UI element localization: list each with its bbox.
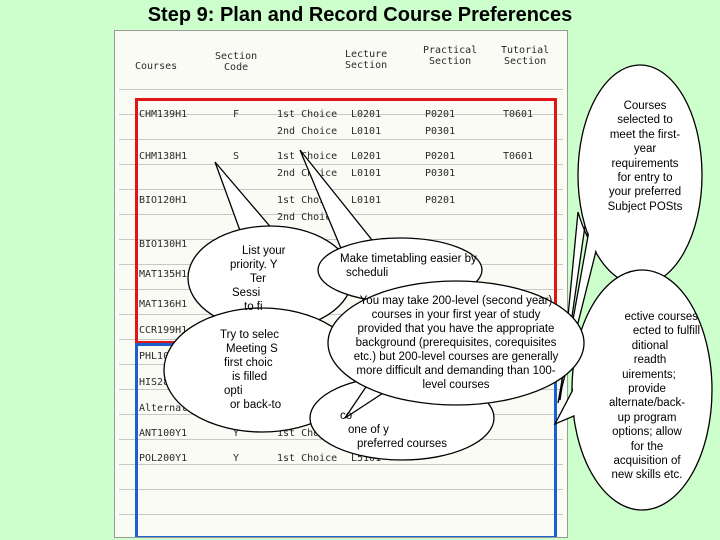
row-course-cell: MAT135H1 <box>139 269 188 280</box>
select-meeting-text: Try to selec Meeting S first choic is fi… <box>220 329 282 411</box>
sheet-rule-line <box>119 164 563 165</box>
row-course-cell: BIO120H1 <box>139 195 188 206</box>
row-lecture-cell: L5101 <box>351 453 382 464</box>
row-code-cell: S <box>233 151 240 162</box>
row-practical-cell: P0201 <box>425 151 456 162</box>
row-practical-cell: P0301 <box>425 126 456 137</box>
row-tutorial-cell: T0601 <box>503 151 534 162</box>
row-course-cell: POL200Y1 <box>139 453 188 464</box>
sheet-rule-line <box>119 114 563 115</box>
page-title: Step 9: Plan and Record Course Preferenc… <box>147 4 573 26</box>
row-choice-cell: 2nd Choice <box>277 212 338 223</box>
row-practical-cell: P0201 <box>425 195 456 206</box>
row-practical-cell: P0301 <box>425 168 456 179</box>
header-section-code: Section Code <box>215 51 258 73</box>
sheet-rule-line <box>119 139 563 140</box>
row-choice-cell: 1st Choice <box>277 428 338 439</box>
sheet-rule-line <box>119 89 563 90</box>
row-practical-cell: P0201 <box>425 109 456 120</box>
header-practical-section: Practical Section <box>423 45 478 67</box>
row-code-cell: Y <box>233 428 240 439</box>
row-lecture-cell: L0201 <box>351 109 382 120</box>
row-choice-cell: 2nd Choice <box>277 126 338 137</box>
row-choice-cell: 2nd Choice <box>277 168 338 179</box>
elective-callout-text: ective courses ected to fulfill ditional… <box>608 311 700 482</box>
row-course-cell: CHM138H1 <box>139 151 188 162</box>
header-tutorial-section: Tutorial Section <box>501 45 550 67</box>
preferred-courses-text: co one of y preferred courses <box>340 410 448 450</box>
row-lecture-cell: L0201 <box>351 151 382 162</box>
timetabling-text: Make timetabling easier by scheduli <box>340 253 477 279</box>
row-choice-cell: 1st Choice <box>277 151 338 162</box>
row-lecture-cell: L0101 <box>351 168 382 179</box>
row-lecture-cell: L0101 <box>351 126 382 137</box>
row-code-cell: F <box>233 109 240 120</box>
first-year-callout-text: Courses selected to meet the first- year… <box>607 100 683 213</box>
row-course-cell: CCR199H1 <box>139 325 188 336</box>
row-choice-cell: 1st Choice <box>277 195 338 206</box>
header-lecture-section: Lecture Section <box>345 49 388 71</box>
row-code-cell: Y <box>233 453 240 464</box>
row-course-cell: PHL100Y1 <box>139 351 188 362</box>
sheet-rule-line <box>119 314 563 315</box>
row-course-cell: MAT136H1 <box>139 299 188 310</box>
row-course-cell: Alternate <box>139 403 194 414</box>
row-choice-cell: 1st Choice <box>277 453 338 464</box>
row-choice-cell: 1st Choice <box>277 109 338 120</box>
sheet-rule-line <box>119 189 563 190</box>
level-200-callout <box>327 280 585 406</box>
row-course-cell: BIO130H1 <box>139 239 188 250</box>
row-tutorial-cell: T0601 <box>503 109 534 120</box>
row-course-cell: HIS280Y1 <box>139 377 188 388</box>
header-courses: Courses <box>135 61 178 72</box>
row-lecture-cell: L0101 <box>351 195 382 206</box>
sheet-rule-line <box>119 514 563 515</box>
sheet-rule-line <box>119 489 563 490</box>
row-course-cell: ANT100Y1 <box>139 428 188 439</box>
row-course-cell: CHM139H1 <box>139 109 188 120</box>
level-200-text: You may take 200-level (second year) cou… <box>353 295 559 391</box>
list-priority-text: List your priority. Y Ter Sessi to fi <box>230 245 286 313</box>
sheet-rule-line <box>119 464 563 465</box>
